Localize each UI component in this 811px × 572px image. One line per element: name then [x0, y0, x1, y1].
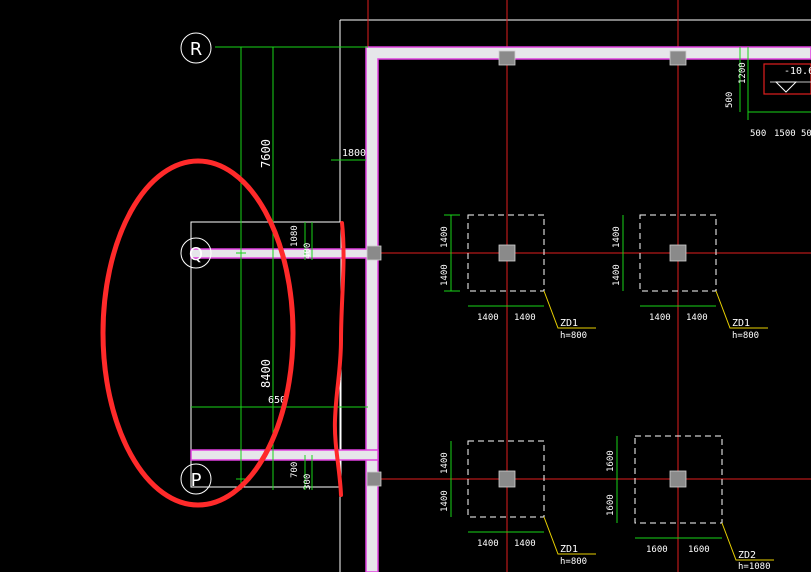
level-mark: -10.60: [784, 66, 811, 77]
footing-3-dim-bottom: 1400: [440, 490, 450, 512]
footing-label-zd2: ZD2: [738, 550, 756, 561]
dimension-texts: 7600 8400 1800 1080 400 650 700 300 1200…: [259, 62, 811, 555]
columns: [366, 50, 687, 488]
column-p-2: [498, 470, 516, 488]
column-p-3: [669, 470, 687, 488]
footing-label-zd1-a: ZD1: [560, 318, 578, 329]
dim-500-horizontal-2: 500: [801, 129, 811, 139]
dim-1500: 1500: [774, 129, 796, 139]
axis-bubble-q: [180, 237, 212, 269]
footing-label-zd1-b: ZD1: [732, 318, 750, 329]
column-p-1: [366, 471, 382, 487]
footing-height-zd2: h=1080: [738, 562, 771, 572]
footing-zd1-c: [467, 440, 545, 518]
markup-ellipse: [100, 158, 296, 508]
axis-bubble-r: [180, 32, 212, 64]
dim-500-vertical: 500: [725, 92, 735, 108]
footing-leaders: [543, 290, 774, 561]
footing-3-dim-top: 1400: [440, 452, 450, 474]
dim-650: 650: [268, 395, 286, 406]
footing-2-dim-left: 1400: [649, 313, 671, 323]
footing-4-dim-left: 1600: [646, 545, 668, 555]
footing-label-zd1-c: ZD1: [560, 544, 578, 555]
markup-annotations: [100, 158, 346, 508]
column-q-1: [366, 245, 382, 261]
dim-1800: 1800: [342, 148, 366, 159]
pit-detail: [763, 63, 811, 95]
dim-1080: 1080: [290, 225, 300, 247]
beam-p: [190, 449, 379, 461]
footing-height-zd1-b: h=800: [732, 331, 759, 341]
footings: [467, 214, 723, 524]
footing-1-dim-right: 1400: [514, 313, 536, 323]
dim-7600: 7600: [259, 139, 273, 168]
footing-zd1-a: [467, 214, 545, 292]
footing-zd2: [634, 435, 723, 524]
dim-400: 400: [303, 243, 313, 259]
footing-4-dim-bottom: 1600: [606, 494, 616, 516]
footing-1-dim-bottom: 1400: [440, 264, 450, 286]
footing-1-dim-left: 1400: [477, 313, 499, 323]
column-q-3: [669, 244, 687, 262]
dim-8400: 8400: [259, 359, 273, 388]
footing-1-dim-top: 1400: [440, 226, 450, 248]
footing-labels: ZD1 h=800 ZD1 h=800 ZD1 h=800 ZD2 h=1080: [560, 318, 771, 572]
axis-bubbles: R Q P: [180, 32, 212, 495]
footing-2-dim-top: 1400: [612, 226, 622, 248]
footing-height-zd1-c: h=800: [560, 557, 587, 567]
footing-3-dim-right: 1400: [514, 539, 536, 549]
footing-4-dim-right: 1600: [688, 545, 710, 555]
footing-2-dim-right: 1400: [686, 313, 708, 323]
footing-2-dim-bottom: 1400: [612, 264, 622, 286]
column-r-2: [498, 50, 516, 66]
column-q-2: [498, 244, 516, 262]
axis-label-q: Q: [189, 244, 203, 265]
dimension-lines: [191, 46, 811, 539]
footing-4-dim-top: 1600: [606, 450, 616, 472]
axis-label-p: P: [191, 470, 202, 491]
dim-700: 700: [290, 462, 300, 478]
dim-500-horizontal: 500: [750, 129, 766, 139]
footing-height-zd1-a: h=800: [560, 331, 587, 341]
footing-zd1-b: [639, 214, 717, 292]
footing-3-dim-left: 1400: [477, 539, 499, 549]
markup-stroke: [332, 221, 346, 497]
dim-300: 300: [303, 474, 313, 490]
dim-1200: 1200: [738, 62, 748, 84]
column-r-3: [669, 50, 687, 66]
axis-label-r: R: [190, 39, 203, 60]
axis-bubble-p: [180, 463, 212, 495]
